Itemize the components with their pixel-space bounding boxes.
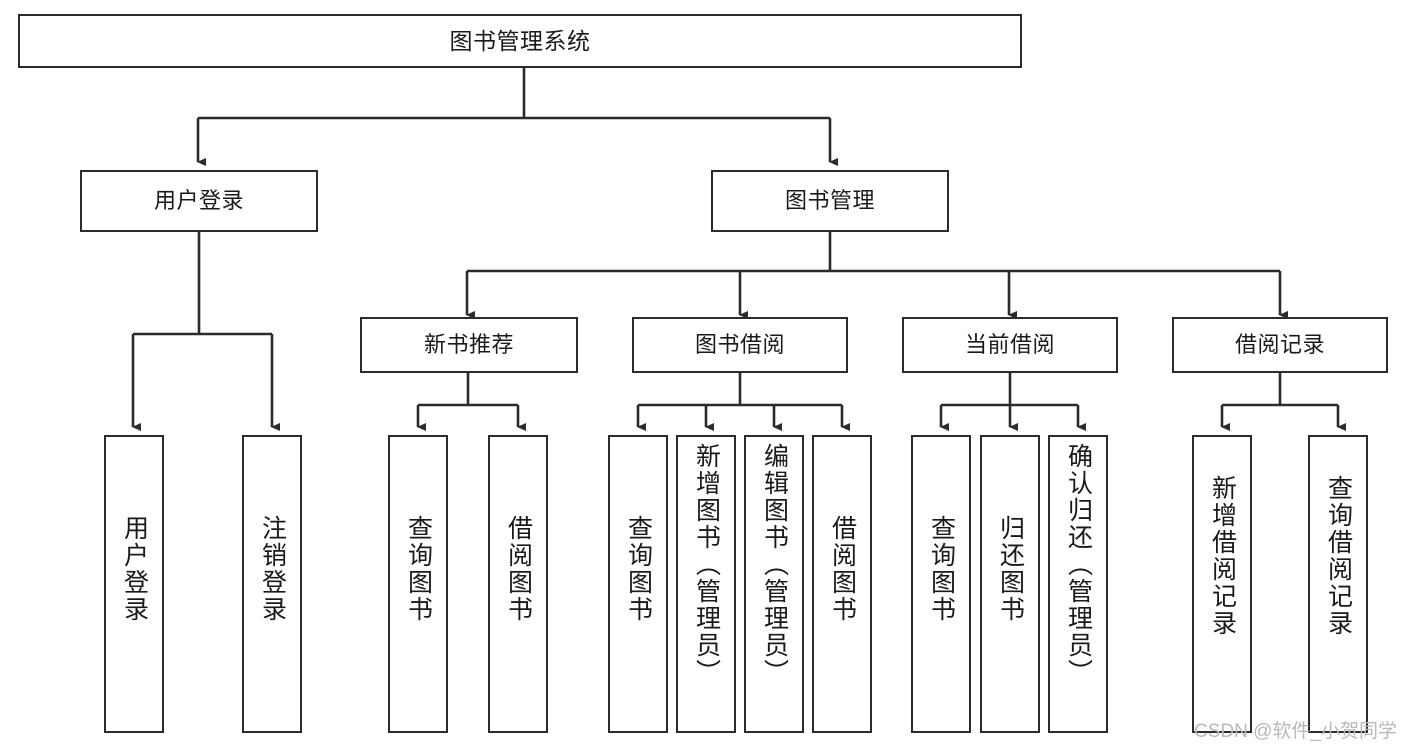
node-user-login[interactable]: 用户登录 <box>80 170 318 232</box>
node-leaf-borrow-book-1[interactable]: 借阅图书 <box>488 435 548 733</box>
node-label: 编辑图书（管理员） <box>760 443 789 686</box>
node-label: 归还图书 <box>996 515 1025 623</box>
node-leaf-query-book-1[interactable]: 查询图书 <box>388 435 448 733</box>
node-label: 查询图书 <box>927 515 956 623</box>
csdn-watermark: CSDN @软件_小贺同学 <box>1194 721 1397 742</box>
node-leaf-edit-book[interactable]: 编辑图书（管理员） <box>744 435 804 733</box>
node-label: 图书管理系统 <box>449 27 591 54</box>
node-label: 确认归还（管理员） <box>1064 443 1093 686</box>
node-borrow-record[interactable]: 借阅记录 <box>1172 317 1388 373</box>
node-new-book-recommend[interactable]: 新书推荐 <box>360 317 578 373</box>
node-label: 借阅图书 <box>828 515 857 623</box>
node-label: 用户登录 <box>120 515 149 623</box>
node-current-borrow[interactable]: 当前借阅 <box>902 317 1118 373</box>
node-label: 图书管理 <box>784 188 875 214</box>
node-label: 查询图书 <box>404 515 433 623</box>
node-leaf-query-book-2[interactable]: 查询图书 <box>608 435 668 733</box>
node-root-book-management-system[interactable]: 图书管理系统 <box>18 14 1022 68</box>
node-leaf-add-record[interactable]: 新增借阅记录 <box>1192 435 1252 733</box>
node-label: 当前借阅 <box>964 332 1055 358</box>
node-leaf-confirm-return[interactable]: 确认归还（管理员） <box>1048 435 1108 733</box>
node-label: 新书推荐 <box>423 332 514 358</box>
node-label: 新增图书（管理员） <box>692 443 721 686</box>
node-leaf-add-book[interactable]: 新增图书（管理员） <box>676 435 736 733</box>
node-label: 借阅记录 <box>1234 332 1325 358</box>
node-leaf-borrow-book-2[interactable]: 借阅图书 <box>812 435 872 733</box>
node-leaf-logout-login[interactable]: 注销登录 <box>242 435 302 733</box>
node-book-manage[interactable]: 图书管理 <box>711 170 949 232</box>
node-label: 图书借阅 <box>694 332 785 358</box>
node-book-borrow[interactable]: 图书借阅 <box>632 317 848 373</box>
node-label: 借阅图书 <box>504 515 533 623</box>
node-label: 查询借阅记录 <box>1324 475 1353 637</box>
node-leaf-query-record[interactable]: 查询借阅记录 <box>1308 435 1368 733</box>
node-label: 查询图书 <box>624 515 653 623</box>
node-label: 新增借阅记录 <box>1208 475 1237 637</box>
node-label: 注销登录 <box>258 515 287 623</box>
node-leaf-return-book[interactable]: 归还图书 <box>980 435 1040 733</box>
node-leaf-user-login[interactable]: 用户登录 <box>104 435 164 733</box>
node-leaf-query-book-3[interactable]: 查询图书 <box>911 435 971 733</box>
node-label: 用户登录 <box>153 188 244 214</box>
